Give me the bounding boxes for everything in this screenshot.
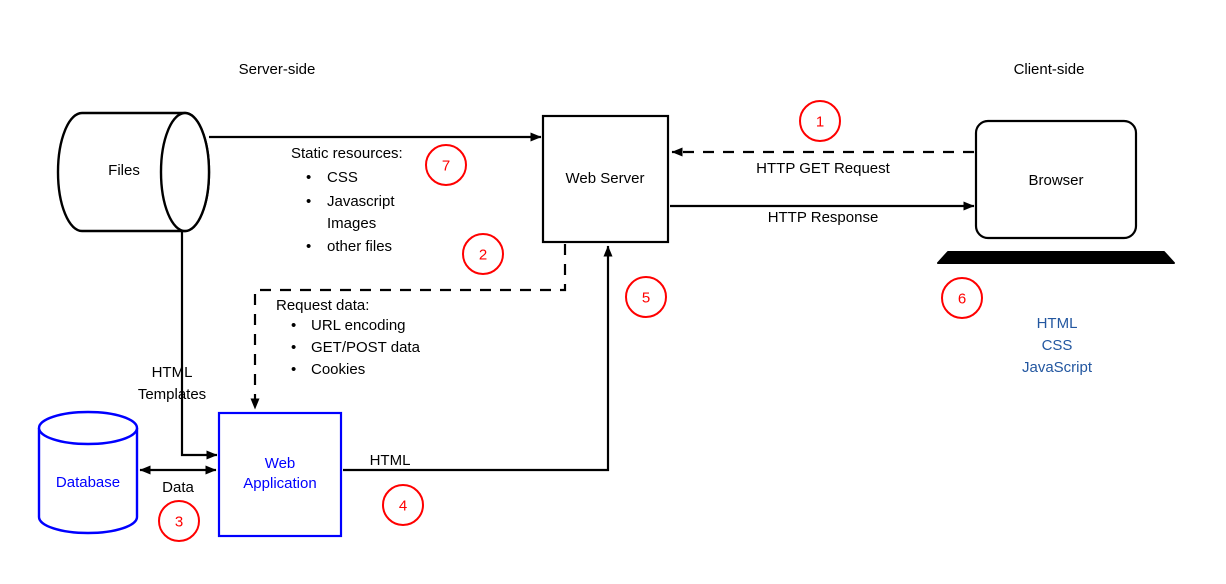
bullet-dot-icon: • [291, 339, 296, 356]
static-resources-item-2: Images [327, 215, 376, 232]
step-marker-number: 6 [958, 291, 966, 308]
static-resources-item-3: other files [327, 238, 392, 255]
laptop-base-icon [937, 251, 1175, 264]
node-browser[interactable]: Browser [937, 119, 1175, 264]
request-data-item-2: Cookies [311, 361, 365, 378]
static-resources-title: Static resources: [291, 145, 403, 162]
edge-label-data: Data [162, 479, 194, 496]
node-web-application[interactable]: Web Application [217, 411, 343, 538]
step-marker-number: 4 [399, 498, 407, 515]
step-marker-circle [799, 100, 841, 142]
client-stack-list: HTML CSS JavaScript [1022, 315, 1093, 376]
step-marker-1: 1 [799, 100, 841, 142]
step-marker-3: 3 [158, 500, 200, 542]
edge-label-html: HTML [370, 452, 411, 469]
edge-request-data [250, 244, 567, 410]
node-label-web-application-line2: Application [243, 475, 316, 492]
node-database[interactable]: Database [37, 410, 139, 535]
node-label-browser: Browser [1028, 172, 1083, 189]
bullet-dot-icon: • [291, 361, 296, 378]
client-stack-item-html: HTML [1037, 315, 1078, 332]
step-marker-5: 5 [625, 276, 667, 318]
step-marker-circle [382, 484, 424, 526]
step-marker-7: 7 [425, 144, 467, 186]
step-marker-group: 1 2 3 4 5 6 7 [158, 100, 983, 542]
step-marker-2: 2 [462, 233, 504, 275]
edge-label-html-templates-line1: HTML [152, 364, 193, 381]
annotation-request-data: Request data: • URL encoding • GET/POST … [276, 297, 421, 378]
client-stack-item-javascript: JavaScript [1022, 359, 1093, 376]
node-files[interactable]: Files [56, 111, 211, 233]
request-data-item-0: URL encoding [311, 317, 406, 334]
step-marker-circle [425, 144, 467, 186]
edge-html-to-web-server [343, 245, 613, 472]
step-marker-number: 5 [642, 290, 650, 307]
node-web-server[interactable]: Web Server [541, 114, 670, 244]
section-title-client-side: Client-side [1014, 61, 1085, 78]
static-resources-item-1: Javascript [327, 193, 395, 210]
step-marker-number: 7 [442, 158, 450, 175]
step-marker-6: 6 [941, 277, 983, 319]
step-marker-number: 3 [175, 514, 183, 531]
step-marker-number: 2 [479, 247, 487, 264]
annotation-static-resources: Static resources: • CSS • Javascript Ima… [291, 145, 403, 255]
step-marker-4: 4 [382, 484, 424, 526]
node-label-database: Database [56, 474, 120, 491]
node-label-web-application-line1: Web [265, 455, 296, 472]
bullet-dot-icon: • [306, 169, 311, 186]
client-stack-item-css: CSS [1042, 337, 1073, 354]
step-marker-circle [158, 500, 200, 542]
step-marker-circle [941, 277, 983, 319]
edge-label-http-get-request: HTTP GET Request [756, 160, 890, 177]
node-label-web-server: Web Server [566, 170, 645, 187]
edge-files-to-web-application [180, 231, 218, 460]
bullet-dot-icon: • [306, 238, 311, 255]
edge-label-html-templates-line2: Templates [138, 386, 206, 403]
bullet-dot-icon: • [306, 193, 311, 210]
step-marker-number: 1 [816, 114, 824, 131]
node-label-files: Files [108, 162, 140, 179]
request-data-title: Request data: [276, 297, 369, 314]
section-title-server-side: Server-side [239, 61, 316, 78]
request-data-item-1: GET/POST data [311, 339, 421, 356]
step-marker-circle [462, 233, 504, 275]
bullet-dot-icon: • [291, 317, 296, 334]
step-marker-circle [625, 276, 667, 318]
static-resources-item-0: CSS [327, 169, 358, 186]
edge-label-http-response: HTTP Response [768, 209, 879, 226]
